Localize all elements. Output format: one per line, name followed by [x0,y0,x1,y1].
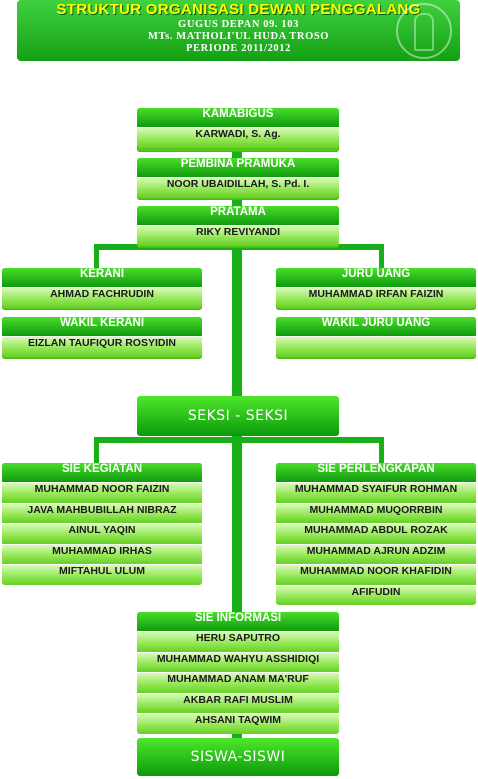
wakil-juru-uang-name [276,336,476,357]
header-line-school: MTs. MATHOLI'UL HUDA TROSO [147,31,330,42]
pembina-box: PEMBINA PRAMUKA NOOR UBAIDILLAH, S. Pd. … [137,158,339,200]
sie-perlengkapan-member: MUHAMMAD AJRUN ADZIM [276,543,476,564]
header-line-gugus: GUGUS DEPAN 09. 103 [178,19,299,30]
sie-perlengkapan-member: MUHAMMAD NOOR KHAFIDIN [276,564,476,585]
header-line-period: PERIODE 2011/2012 [185,43,291,54]
branch-line-bottom [94,437,384,443]
juru-uang-title: JURU UANG [276,268,476,287]
sie-kegiatan-member: MUHAMMAD IRHAS [2,543,202,564]
sie-perlengkapan-box: SIE PERLENGKAPAN MUHAMMAD SYAIFUR ROHMAN… [276,463,476,605]
branch-drop-left-bottom [94,437,99,463]
wakil-kerani-box: WAKIL KERANI EIZLAN TAUFIQUR ROSYIDIN [2,317,202,359]
sie-perlengkapan-member: AFIFUDIN [276,584,476,605]
kamabigus-title: KAMABIGUS [137,108,339,127]
header-banner: STRUKTUR ORGANISASI DEWAN PENGGALANG GUG… [17,0,460,61]
kamabigus-name: KARWADI, S. Ag. [137,127,339,148]
wakil-juru-uang-box: WAKIL JURU UANG [276,317,476,359]
kamabigus-box: KAMABIGUS KARWADI, S. Ag. [137,108,339,152]
sie-kegiatan-box: SIE KEGIATAN MUHAMMAD NOOR FAIZIN JAVA M… [2,463,202,585]
sie-kegiatan-title: SIE KEGIATAN [2,463,202,482]
wakil-kerani-title: WAKIL KERANI [2,317,202,336]
sie-kegiatan-member: AINUL YAQIN [2,523,202,544]
kerani-name: AHMAD FACHRUDIN [2,287,202,308]
kerani-title: KERANI [2,268,202,287]
seksi-box: SEKSI - SEKSI [137,396,339,436]
pembina-name: NOOR UBAIDILLAH, S. Pd. I. [137,177,339,198]
kerani-box: KERANI AHMAD FACHRUDIN [2,268,202,310]
sie-informasi-member: HERU SAPUTRO [137,631,339,652]
pratama-name: RIKY REVIYANDI [137,225,339,246]
branch-drop-right-bottom [379,437,384,463]
pratama-title: PRATAMA [137,206,339,225]
siswa-box: SISWA-SISWI [137,738,339,776]
sie-perlengkapan-member: MUHAMMAD ABDUL ROZAK [276,523,476,544]
sie-informasi-member: MUHAMMAD ANAM MA'RUF [137,672,339,693]
sie-kegiatan-member: JAVA MAHBUBILLAH NIBRAZ [2,502,202,523]
chart-title: STRUKTUR ORGANISASI DEWAN PENGGALANG [56,1,421,18]
sie-informasi-box: SIE INFORMASI HERU SAPUTRO MUHAMMAD WAHY… [137,612,339,734]
sie-perlengkapan-title: SIE PERLENGKAPAN [276,463,476,482]
sie-kegiatan-member: MUHAMMAD NOOR FAIZIN [2,482,202,503]
sie-informasi-member: AHSANI TAQWIM [137,713,339,734]
sie-informasi-member: MUHAMMAD WAHYU ASSHIDIQI [137,651,339,672]
pratama-box: PRATAMA RIKY REVIYANDI [137,206,339,248]
sie-kegiatan-member: MIFTAHUL ULUM [2,564,202,585]
sie-informasi-title: SIE INFORMASI [137,612,339,631]
branch-drop-right-top [379,244,384,268]
sie-informasi-member: AKBAR RAFI MUSLIM [137,692,339,713]
juru-uang-box: JURU UANG MUHAMMAD IRFAN FAIZIN [276,268,476,310]
sie-perlengkapan-member: MUHAMMAD SYAIFUR ROHMAN [276,482,476,503]
sie-perlengkapan-member: MUHAMMAD MUQORRBIN [276,502,476,523]
juru-uang-name: MUHAMMAD IRFAN FAIZIN [276,287,476,308]
wakil-juru-uang-title: WAKIL JURU UANG [276,317,476,336]
pembina-title: PEMBINA PRAMUKA [137,158,339,177]
wakil-kerani-name: EIZLAN TAUFIQUR ROSYIDIN [2,336,202,357]
branch-drop-left-top [94,244,99,268]
scout-emblem-icon [396,3,452,59]
